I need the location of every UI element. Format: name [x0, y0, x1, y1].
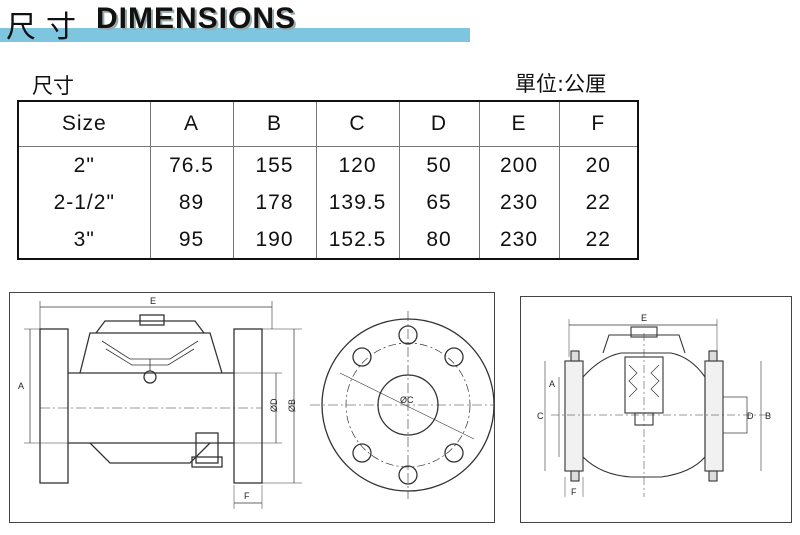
- dim-label-c: ØC: [400, 395, 414, 405]
- drawing-left-panel: E A ØD ØB ØC F: [9, 292, 495, 523]
- dimensions-table: Size A B C D E F 2" 76.5 155 120 50 200 …: [17, 100, 639, 260]
- col-header-a: A: [149, 101, 233, 147]
- table-cell: 230: [478, 184, 559, 221]
- dim-label-c: C: [537, 411, 544, 421]
- col-header-b: B: [232, 101, 316, 147]
- dim-label-f: F: [244, 491, 250, 501]
- col-header-c: C: [315, 101, 399, 147]
- col-header-e: E: [478, 101, 559, 147]
- title-chinese: 尺寸: [6, 10, 86, 45]
- table-cell: 152.5: [315, 221, 399, 259]
- table-row: 3" 95 190 152.5 80 230 22: [18, 221, 638, 259]
- header-accent-bar: [0, 28, 470, 42]
- table-cell: 155: [232, 146, 316, 184]
- dim-label-b: B: [765, 411, 771, 421]
- header: 尺寸 DIMENSIONS: [0, 0, 470, 45]
- table-row: 2-1/2" 89 178 139.5 65 230 22: [18, 184, 638, 221]
- valve-section-drawing: E A C D B F: [537, 313, 771, 497]
- dim-label-f: F: [571, 487, 577, 497]
- table-cell: 190: [232, 221, 316, 259]
- table-cell: 80: [398, 221, 479, 259]
- dim-label-a: A: [549, 379, 555, 389]
- dim-label-b: ØB: [287, 399, 297, 412]
- valve-side-and-flange-drawing: E A ØD ØB ØC F: [18, 296, 494, 509]
- col-header-d: D: [398, 101, 479, 147]
- dim-label-d: D: [747, 411, 754, 421]
- col-header-f: F: [558, 101, 638, 147]
- table-cell: 3": [73, 227, 95, 251]
- dim-label-e: E: [150, 296, 156, 306]
- table-cell: 76.5: [149, 146, 233, 184]
- table-cell: 22: [558, 184, 638, 221]
- table-row: 2" 76.5 155 120 50 200 20: [18, 146, 638, 184]
- table-cell: 200: [478, 146, 559, 184]
- table-cell: 20: [558, 146, 638, 184]
- title-english: DIMENSIONS: [96, 2, 297, 35]
- table-label: 尺寸: [32, 74, 74, 98]
- table-cell: 50: [398, 146, 479, 184]
- table-cell: 2": [73, 153, 95, 177]
- table-cell: 95: [149, 221, 233, 259]
- table-cell: 139.5: [315, 184, 399, 221]
- dim-label-e: E: [641, 313, 647, 323]
- table-cell: 230: [478, 221, 559, 259]
- table-header-row: Size A B C D E F: [18, 101, 638, 147]
- unit-label: 單位:公厘: [515, 72, 607, 96]
- table-cell: 2-1/2": [53, 190, 115, 214]
- col-header-size: Size: [18, 101, 150, 147]
- table-cell: 22: [558, 221, 638, 259]
- drawing-right-panel: E A C D B F: [520, 296, 792, 523]
- dim-label-a: A: [18, 381, 24, 391]
- dim-label-d: ØD: [269, 398, 279, 412]
- table-cell: 89: [149, 184, 233, 221]
- table-cell: 65: [398, 184, 479, 221]
- table-cell: 120: [315, 146, 399, 184]
- table-cell: 178: [232, 184, 316, 221]
